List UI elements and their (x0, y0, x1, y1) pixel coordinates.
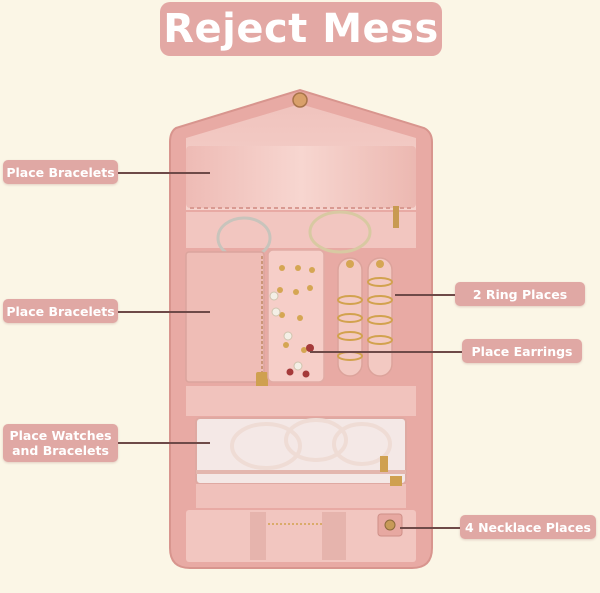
title-banner: Reject Mess (160, 2, 442, 56)
callout-text-line1: Place Watches (9, 428, 112, 443)
callout-place-watches: Place Watches and Bracelets (3, 424, 118, 462)
callout-place-bracelets-top: Place Bracelets (3, 160, 118, 184)
callout-place-bracelets-side: Place Bracelets (3, 299, 118, 323)
callout-text: Place Bracelets (6, 303, 115, 319)
necklace-section (186, 510, 416, 562)
callout-text: 4 Necklace Places (465, 519, 591, 535)
callout-text: Place Bracelets (6, 164, 115, 180)
leader-line (310, 351, 462, 353)
leader-line (400, 527, 462, 529)
leader-line (118, 172, 210, 174)
leader-line (118, 442, 210, 444)
callout-necklace-places: 4 Necklace Places (460, 515, 596, 539)
leader-line (118, 311, 210, 313)
callout-text: 2 Ring Places (472, 286, 568, 302)
callout-place-earrings: Place Earrings (462, 339, 582, 363)
leader-line (395, 294, 455, 296)
callout-text: Place Earrings (471, 343, 573, 359)
callout-ring-places: 2 Ring Places (455, 282, 585, 306)
bracelet-pocket-side (185, 251, 265, 383)
callout-text-line2: and Bracelets (12, 443, 109, 458)
bracelet-pocket-top (186, 146, 416, 208)
snap-button (292, 92, 308, 108)
page-title: Reject Mess (163, 6, 439, 52)
